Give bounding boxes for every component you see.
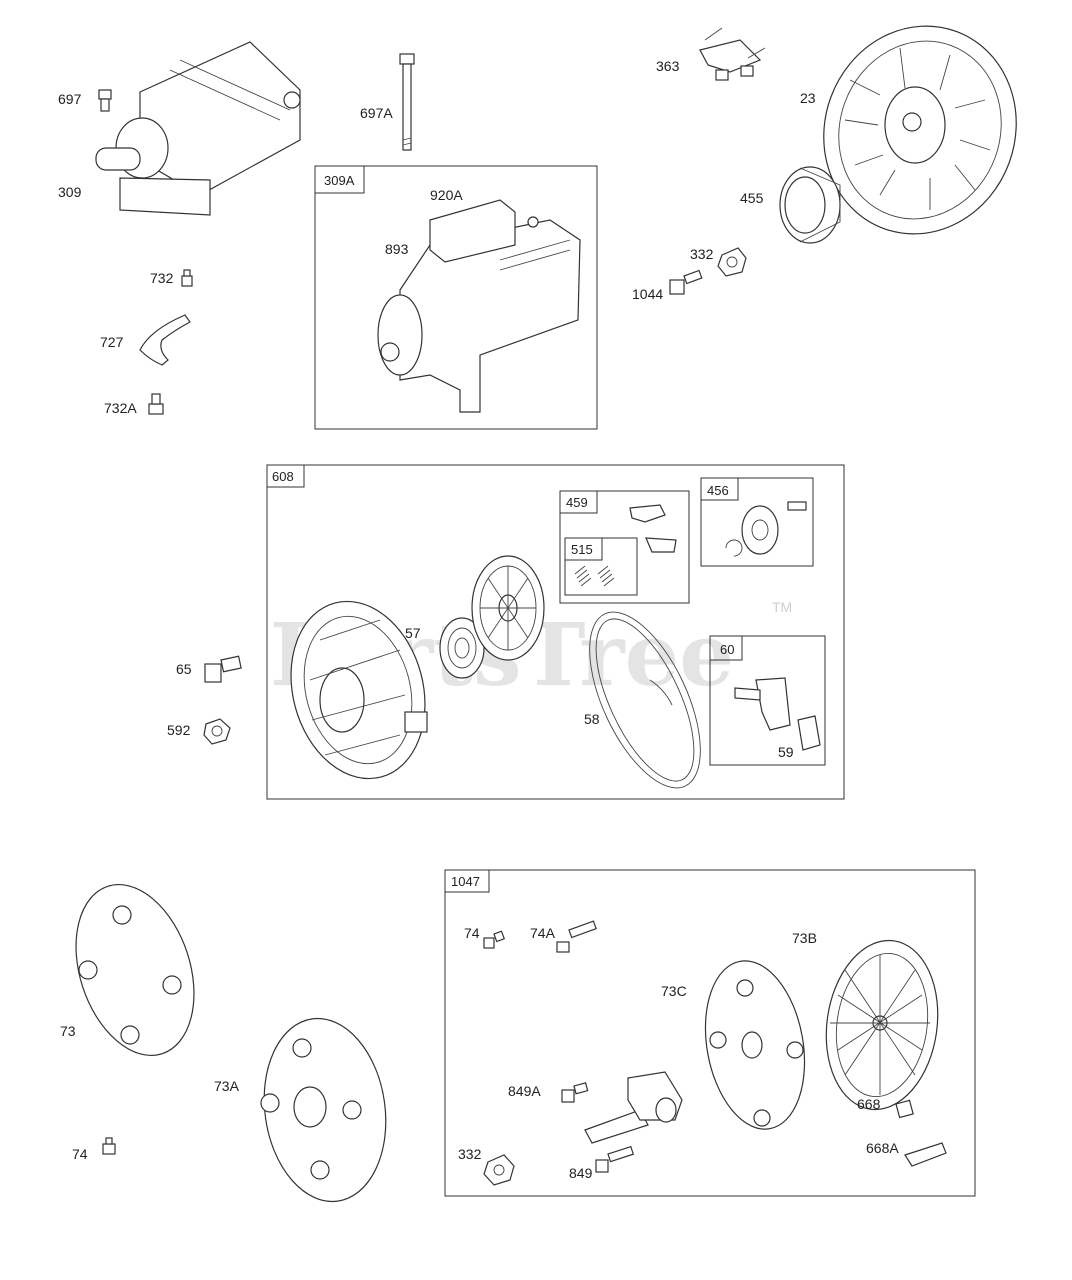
part-bolt-668[interactable] xyxy=(895,1099,914,1119)
box-515-tab xyxy=(564,537,603,561)
label-455: 455 xyxy=(740,190,764,206)
part-pawl-459[interactable] xyxy=(629,504,677,553)
part-screen-73B[interactable] xyxy=(816,933,949,1117)
label-849: 849 xyxy=(569,1165,593,1181)
label-1044: 1044 xyxy=(632,286,663,302)
box-label-608: 608 xyxy=(272,469,294,484)
part-starter-motor-309[interactable] xyxy=(95,41,301,216)
label-920A: 920A xyxy=(430,187,463,203)
part-screw-732[interactable] xyxy=(181,269,193,287)
box-label-309A: 309A xyxy=(324,173,355,188)
label-73C: 73C xyxy=(661,983,687,999)
label-697A: 697A xyxy=(360,105,393,121)
box-459 xyxy=(559,490,690,604)
box-60 xyxy=(709,635,826,766)
label-74: 74 xyxy=(464,925,480,941)
part-strap-727[interactable] xyxy=(139,314,191,366)
box-456-tab xyxy=(700,477,739,501)
label-668A: 668A xyxy=(866,1140,899,1156)
label-893: 893 xyxy=(385,241,409,257)
label-74A: 74A xyxy=(530,925,556,941)
part-bolt-849A[interactable] xyxy=(561,1082,589,1103)
label-727: 727 xyxy=(100,334,124,350)
part-cover-73A[interactable] xyxy=(253,1011,397,1210)
label-73A: 73A xyxy=(214,1078,240,1094)
label-732A: 732A xyxy=(104,400,137,416)
part-recoil-housing[interactable] xyxy=(272,586,444,794)
box-label-1047: 1047 xyxy=(451,874,480,889)
box-60-tab xyxy=(709,635,743,661)
part-bolt-697A[interactable] xyxy=(399,53,415,151)
box-608-tab xyxy=(266,464,305,488)
part-nut-592[interactable] xyxy=(203,718,231,745)
part-screw-74-bottom[interactable] xyxy=(102,1137,116,1155)
part-bolt-65[interactable] xyxy=(204,655,242,683)
label-668: 668 xyxy=(857,1096,881,1112)
box-309A-tab xyxy=(314,165,365,194)
box-label-60: 60 xyxy=(720,642,734,657)
box-459-tab xyxy=(559,490,598,514)
box-456 xyxy=(700,477,814,567)
box-label-456: 456 xyxy=(707,483,729,498)
label-697: 697 xyxy=(58,91,82,107)
label-332-top: 332 xyxy=(690,246,714,262)
part-cover-73[interactable] xyxy=(55,869,214,1070)
box-label-515: 515 xyxy=(571,542,593,557)
part-screw-74A[interactable] xyxy=(556,920,597,953)
label-849A: 849A xyxy=(508,1083,541,1099)
box-608 xyxy=(266,464,845,800)
part-insert-59[interactable] xyxy=(797,715,821,751)
label-57: 57 xyxy=(405,625,421,641)
part-key-668A[interactable] xyxy=(904,1142,947,1167)
part-rope-58[interactable] xyxy=(567,596,723,804)
part-retainer-456[interactable] xyxy=(725,501,807,557)
part-cup-455[interactable] xyxy=(779,166,841,244)
label-309: 309 xyxy=(58,184,82,200)
label-332-bottom: 332 xyxy=(458,1146,482,1162)
label-73: 73 xyxy=(60,1023,76,1039)
part-bolt-697[interactable] xyxy=(98,89,112,112)
label-732: 732 xyxy=(150,270,174,286)
box-1047 xyxy=(444,869,976,1197)
part-bolt-849[interactable] xyxy=(595,1145,635,1173)
part-flywheel-23[interactable] xyxy=(795,0,1045,261)
watermark-tm: TM xyxy=(772,599,792,615)
part-bracket-363[interactable] xyxy=(699,27,766,81)
part-screw-74[interactable] xyxy=(483,930,506,949)
part-adapter[interactable] xyxy=(584,1071,683,1144)
part-nut-332-top[interactable] xyxy=(717,247,747,277)
label-23: 23 xyxy=(800,90,816,106)
label-592: 592 xyxy=(167,722,191,738)
part-springs-515[interactable] xyxy=(574,565,615,587)
part-cover-73C[interactable] xyxy=(693,953,817,1137)
part-starter-309A[interactable] xyxy=(377,199,581,413)
label-58: 58 xyxy=(584,711,600,727)
box-1047-tab xyxy=(444,869,490,893)
part-pulley[interactable] xyxy=(471,555,545,661)
box-309A xyxy=(314,165,598,430)
part-handle-60[interactable] xyxy=(734,677,791,731)
box-label-459: 459 xyxy=(566,495,588,510)
label-65: 65 xyxy=(176,661,192,677)
part-screw-732A[interactable] xyxy=(148,393,164,415)
label-363: 363 xyxy=(656,58,680,74)
part-bolt-1044[interactable] xyxy=(669,269,703,295)
part-spring-57[interactable] xyxy=(439,617,485,679)
part-nut-332-bottom[interactable] xyxy=(483,1154,515,1186)
label-74-bottom: 74 xyxy=(72,1146,88,1162)
label-73B: 73B xyxy=(792,930,817,946)
label-59: 59 xyxy=(778,744,794,760)
